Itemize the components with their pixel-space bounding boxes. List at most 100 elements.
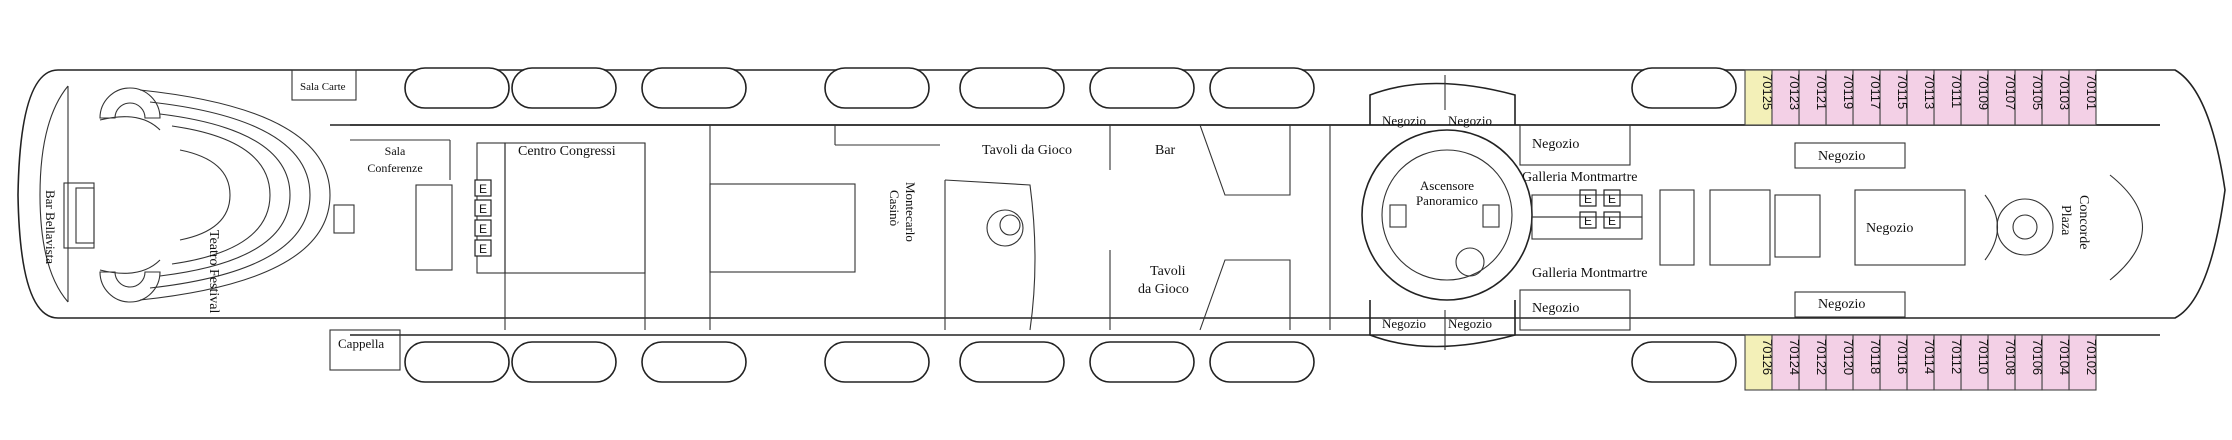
cabin[interactable] xyxy=(1852,69,1881,126)
negozio-galleria-bottom: Negozio xyxy=(1532,301,1579,316)
teatro-festival-label: Teatro Festival xyxy=(206,230,221,313)
lifeboat-top-7 xyxy=(1209,67,1315,109)
lifeboat-top-2 xyxy=(511,67,617,109)
cabin[interactable] xyxy=(1933,334,1962,391)
sala-carte-label: Sala Carte xyxy=(300,81,346,93)
lift-mark: E xyxy=(479,202,487,216)
aft-area: Negozio Negozio Negozio Concorde Plaza xyxy=(1659,142,2143,318)
cabin-number: 70116 xyxy=(1895,339,1910,374)
centro-congressi: Centro Congressi xyxy=(476,125,856,330)
lifeboat-top-4 xyxy=(824,67,930,109)
cabin-number: 70124 xyxy=(1787,339,1802,375)
cabin-number: 70114 xyxy=(1922,339,1937,374)
galleria-label-bottom: Galleria Montmartre xyxy=(1532,266,1647,281)
cabin-number: 70123 xyxy=(1787,74,1802,110)
cabin[interactable] xyxy=(1906,69,1935,126)
cabin[interactable] xyxy=(2068,334,2097,391)
atrium: Negozio Negozio Negozio Negozio Ascensor… xyxy=(1361,75,1533,350)
cabin-number: 70119 xyxy=(1841,74,1856,109)
cabin[interactable] xyxy=(2014,334,2043,391)
cabin[interactable] xyxy=(1879,334,1908,391)
lifeboat-bottom-5 xyxy=(959,341,1065,383)
lift-mark: E xyxy=(1608,214,1616,228)
lifeboat-top-8 xyxy=(1631,67,1737,109)
negozio-aft-bottom: Negozio xyxy=(1818,297,1865,312)
cabin-number: 70125 xyxy=(1760,74,1775,110)
lift-mark: E xyxy=(479,182,487,196)
lifeboat-top-6 xyxy=(1089,67,1195,109)
lift-box xyxy=(474,239,492,257)
cabin[interactable] xyxy=(1798,334,1827,391)
cabin[interactable] xyxy=(1825,334,1854,391)
cabin-number: 70118 xyxy=(1868,339,1883,374)
casino-label-2: Montecarlo xyxy=(903,182,918,242)
lifeboat-bottom-1 xyxy=(404,341,510,383)
lifeboat-bottom-8 xyxy=(1631,341,1737,383)
lifeboats-top xyxy=(404,67,1737,109)
negozio-galleria-top: Negozio xyxy=(1532,137,1579,152)
tavoli-da-gioco: Tavoli da Gioco Tavoli da Gioco xyxy=(834,125,1189,330)
negozio-atrium-top-1: Negozio xyxy=(1382,113,1426,128)
lift-box xyxy=(474,199,492,217)
lifeboat-bottom-3 xyxy=(641,341,747,383)
teatro-festival: Teatro Festival Bar Bellavista xyxy=(43,87,355,313)
lift-mark: E xyxy=(479,222,487,236)
cabin-number: 70103 xyxy=(2057,74,2072,110)
galleria-label-top: Galleria Montmartre xyxy=(1522,170,1637,185)
cabin-number: 70115 xyxy=(1895,74,1910,109)
bar-bellavista-label: Bar Bellavista xyxy=(43,190,58,264)
cabin-number: 70108 xyxy=(2003,339,2018,375)
cabin[interactable] xyxy=(1771,69,1800,126)
lift-mark: E xyxy=(1584,214,1592,228)
cabin-number: 70105 xyxy=(2030,74,2045,110)
casino-montecarlo: Casinò Montecarlo xyxy=(887,179,1036,331)
lifeboat-top-1 xyxy=(404,67,510,109)
cabin-suite[interactable] xyxy=(1744,334,1773,391)
lifeboat-bottom-7 xyxy=(1209,341,1315,383)
lift-box xyxy=(1579,189,1597,207)
cabin[interactable] xyxy=(1771,334,1800,391)
lift-mark: E xyxy=(1584,192,1592,206)
centro-congressi-label: Centro Congressi xyxy=(518,144,616,159)
cappella: Cappella xyxy=(329,329,401,371)
lift-mark: E xyxy=(1608,192,1616,206)
cabin[interactable] xyxy=(2014,69,2043,126)
cabin-number: 70104 xyxy=(2057,339,2072,375)
lifeboat-top-3 xyxy=(641,67,747,109)
lifeboat-top-5 xyxy=(959,67,1065,109)
sala-carte: Sala Carte xyxy=(291,69,357,101)
cabin[interactable] xyxy=(1825,69,1854,126)
ascensore-label-1: Ascensore xyxy=(1420,178,1474,193)
cabin-number: 70111 xyxy=(1949,74,1964,108)
cabin[interactable] xyxy=(1879,69,1908,126)
cabin[interactable] xyxy=(2041,69,2070,126)
negozio-atrium-bottom-2: Negozio xyxy=(1448,316,1492,331)
cabin[interactable] xyxy=(1987,69,2016,126)
lift-box xyxy=(474,219,492,237)
cabin-number: 70113 xyxy=(1922,74,1937,109)
cabin-number: 70121 xyxy=(1814,74,1829,110)
tavoli-top-label: Tavoli da Gioco xyxy=(982,143,1072,158)
cabin-number: 70126 xyxy=(1760,339,1775,375)
cabin[interactable] xyxy=(1906,334,1935,391)
tavoli-bottom-label-1: Tavoli xyxy=(1150,264,1186,279)
bar: Bar xyxy=(1155,124,1331,331)
galleria-montmartre: Negozio Negozio Galleria Montmartre Gall… xyxy=(1519,124,1647,331)
cabin[interactable] xyxy=(1798,69,1827,126)
bar-label: Bar xyxy=(1155,143,1176,158)
cabin[interactable] xyxy=(1933,69,1962,126)
lift-box xyxy=(1579,211,1597,229)
sala-conferenze: Sala Conferenze xyxy=(350,139,453,271)
lifeboat-bottom-6 xyxy=(1089,341,1195,383)
ascensore-label-2: Panoramico xyxy=(1416,193,1478,208)
concorde-label-1: Concorde xyxy=(2076,195,2091,249)
cabin-number: 70117 xyxy=(1868,74,1883,109)
cabin[interactable] xyxy=(2068,69,2097,126)
cabin[interactable] xyxy=(1960,334,1989,391)
cabin[interactable] xyxy=(1987,334,2016,391)
cabin-number: 70120 xyxy=(1841,339,1856,375)
sala-conferenze-label-2: Conferenze xyxy=(367,161,422,175)
